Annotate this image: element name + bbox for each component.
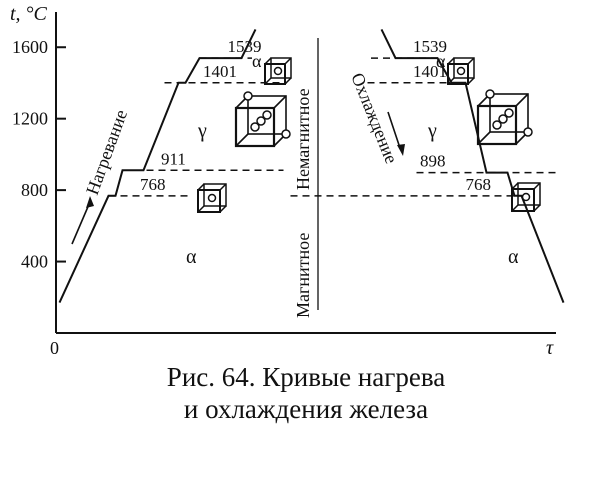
level-label-cooling-1539: 1539 — [413, 37, 447, 56]
bcc-lattice-icon — [511, 182, 541, 212]
fcc-lattice-icon — [476, 89, 533, 146]
level-label-heating-1401: 1401 — [203, 62, 237, 81]
phase-label-alpha-cool-high: α — [436, 51, 446, 71]
x-axis-label: τ — [546, 337, 554, 359]
cooling-heating-chart: t, °C τ 0 400 800 1200 1600 Немагнитное Маг… — [10, 3, 565, 359]
transition-levels: 1539 1401 911 768 1539 1401 898 768 — [108, 37, 557, 197]
bcc-lattice-icon — [197, 183, 227, 213]
level-label-cooling-1401: 1401 — [413, 62, 447, 81]
figure-caption-line-1: Рис. 64. Кривые нагрева — [166, 362, 446, 392]
level-label-heating-1539: 1539 — [228, 37, 262, 56]
fcc-lattice-icon — [234, 91, 291, 148]
cooling-label: Охлаждение — [347, 70, 401, 166]
y-tick-label: 1200 — [12, 109, 48, 129]
bcc-lattice-icon — [447, 57, 475, 85]
phase-label-alpha-heat-high: α — [252, 51, 262, 71]
y-tick-label: 1600 — [12, 37, 48, 57]
level-label-heating-911: 911 — [161, 149, 186, 168]
region-label-nonmagnetic: Немагнитное — [293, 88, 313, 190]
level-label-cooling-768: 768 — [466, 175, 492, 194]
y-tick-label: 400 — [21, 252, 48, 272]
region-label-magnetic: Магнитное — [293, 233, 313, 318]
phase-label-gamma-heat: γ — [197, 120, 207, 142]
y-axis-label: t, °C — [10, 3, 48, 25]
level-label-heating-768: 768 — [140, 175, 166, 194]
y-ticks: 400 800 1200 1600 — [12, 37, 66, 272]
figure-caption-line-2: и охлаждения железа — [183, 394, 429, 424]
phase-label-gamma-cool: γ — [427, 120, 437, 142]
cooling-curve — [380, 28, 565, 303]
bcc-lattice-icon — [264, 57, 292, 85]
heating-arrow-icon — [71, 196, 94, 245]
heating-label: Нагревание — [82, 107, 131, 197]
level-label-cooling-898: 898 — [420, 152, 446, 171]
phase-label-alpha-heat-low: α — [186, 246, 197, 268]
origin-label: 0 — [50, 338, 59, 358]
cooling-arrow-icon — [387, 111, 405, 156]
phase-label-alpha-cool-low: α — [508, 246, 519, 268]
y-tick-label: 800 — [21, 180, 48, 200]
